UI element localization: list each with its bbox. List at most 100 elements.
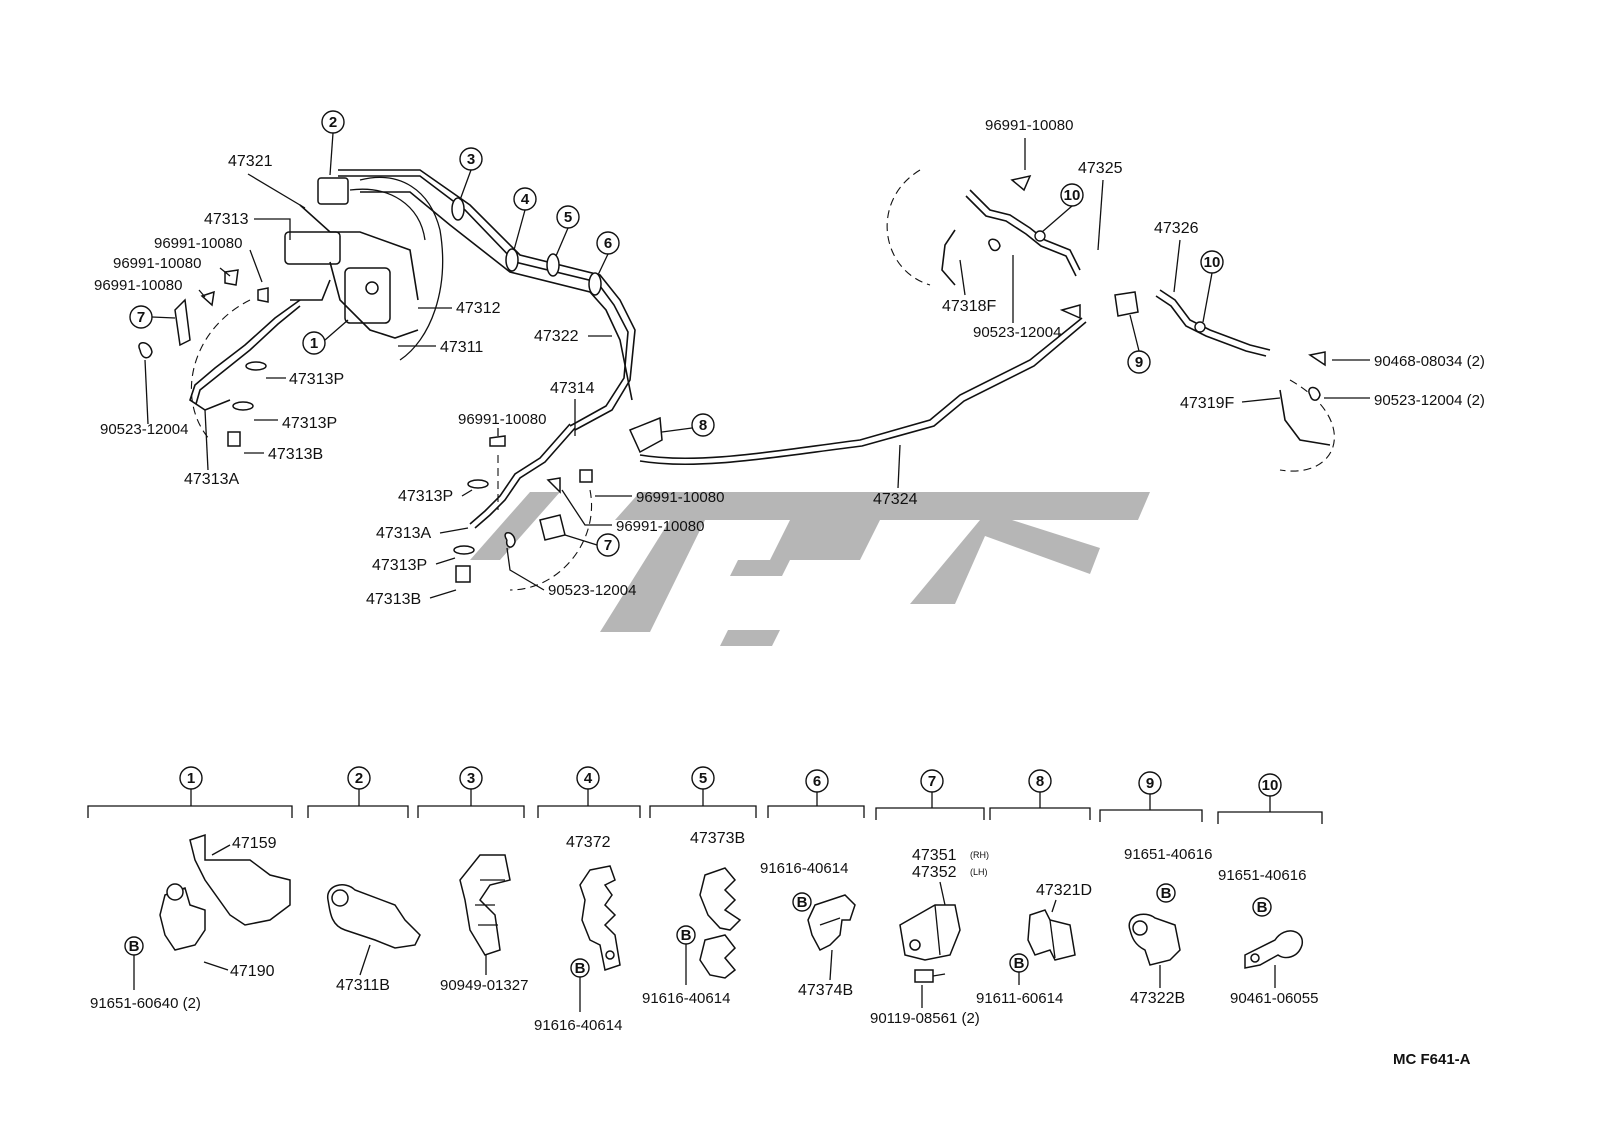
svg-text:8: 8 [1036, 773, 1044, 790]
front-left-hose [138, 269, 301, 447]
svg-text:B: B [1257, 899, 1268, 916]
label-47374B: 47374B [798, 982, 853, 999]
label-47311B: 47311B [336, 977, 390, 994]
label-91651-40616-2: 91651-40616 [1218, 867, 1306, 884]
group-6-parts: 91616-40614 B 47374B [760, 860, 856, 999]
label-90523-3: 90523-12004 [973, 324, 1061, 341]
label-47352-lh: (LH) [970, 867, 988, 877]
callout-10-right: 10 [1200, 250, 1224, 323]
b-marker-7: B [1252, 897, 1272, 917]
group-10-header: 10 [1217, 773, 1323, 824]
svg-text:B: B [1014, 955, 1025, 972]
b-marker-1: B [124, 936, 144, 956]
label-47319F: 47319F [1180, 395, 1234, 412]
label-90119-08561: 90119-08561 (2) [870, 1010, 980, 1027]
group-4-header: 4 [537, 766, 641, 818]
label-91616-40614-1: 91616-40614 [534, 1017, 622, 1034]
group-1-header: 1 [87, 766, 293, 818]
callout-9: 9 [1127, 314, 1151, 374]
callout-5: 5 [555, 205, 580, 257]
label-47326: 47326 [1154, 220, 1199, 237]
front-right-hose [453, 416, 663, 591]
svg-text:3: 3 [467, 770, 475, 787]
upper-part-labels: 47321 47313 96991-10080 96991-10080 9699… [94, 117, 1485, 608]
label-47313A-2: 47313A [376, 525, 431, 542]
label-47313P-4: 47313P [372, 557, 427, 574]
svg-text:B: B [681, 927, 692, 944]
b-marker-2: B [570, 958, 590, 978]
svg-text:6: 6 [604, 235, 612, 252]
svg-text:9: 9 [1146, 775, 1154, 792]
label-90468: 90468-08034 (2) [1374, 353, 1485, 370]
label-47313P-3: 47313P [398, 488, 453, 505]
svg-text:1: 1 [187, 770, 195, 787]
label-96991-4: 96991-10080 [458, 411, 546, 428]
group-9-parts: 91651-40616 B 47322B [1124, 846, 1212, 1007]
label-47313P-2: 47313P [282, 415, 337, 432]
label-96991-7: 96991-10080 [985, 117, 1073, 134]
callout-7-center: 7 [564, 533, 620, 557]
label-47351: 47351 [912, 847, 957, 864]
label-47321D: 47321D [1036, 882, 1092, 899]
group-2-header: 2 [307, 766, 409, 818]
svg-text:9: 9 [1135, 354, 1143, 371]
svg-text:7: 7 [137, 309, 145, 326]
group-3-header: 3 [417, 766, 525, 818]
b-marker-6: B [1156, 883, 1176, 903]
callout-3: 3 [459, 147, 483, 201]
label-90949-01327: 90949-01327 [440, 977, 528, 994]
group-5-header: 5 [649, 766, 757, 818]
svg-text:B: B [797, 894, 808, 911]
callout-2: 2 [321, 110, 345, 176]
b-marker-5: B [1009, 953, 1029, 973]
diagram-code: MC F641-A [1393, 1051, 1471, 1068]
svg-text:5: 5 [699, 770, 707, 787]
callout-1: 1 [302, 319, 349, 355]
label-47322: 47322 [534, 328, 579, 345]
group-headers: 1 2 3 4 5 6 7 [87, 766, 1323, 824]
group-5-parts: 47373B B 91616-40614 [642, 830, 745, 1007]
label-47325: 47325 [1078, 160, 1123, 177]
svg-text:10: 10 [1064, 187, 1081, 204]
label-91616-40614-3: 91616-40614 [760, 860, 848, 877]
label-47352: 47352 [912, 864, 957, 881]
svg-text:4: 4 [521, 191, 530, 208]
svg-text:1: 1 [310, 335, 318, 352]
label-47313P-1: 47313P [289, 371, 344, 388]
callout-8: 8 [661, 413, 715, 437]
label-47313B-2: 47313B [366, 591, 421, 608]
label-90523-1: 90523-12004 [100, 421, 188, 438]
group-6-header: 6 [767, 769, 865, 818]
group-8-header: 8 [989, 769, 1091, 820]
group-3-parts: 90949-01327 [440, 854, 528, 994]
svg-text:B: B [1161, 885, 1172, 902]
svg-text:2: 2 [355, 770, 363, 787]
label-91611-60614: 91611-60614 [976, 990, 1063, 1007]
b-marker-4: B [792, 892, 812, 912]
rear-right-wheel-assembly [1155, 289, 1335, 472]
svg-text:B: B [129, 938, 140, 955]
group-4-parts: 47372 B 91616-40614 [534, 834, 622, 1034]
label-47311: 47311 [440, 339, 483, 356]
group-10-parts: 91651-40616 B 90461-06055 [1218, 867, 1318, 1007]
label-96991-3: 96991-10080 [94, 277, 182, 294]
svg-text:4: 4 [584, 770, 593, 787]
label-96991-1: 96991-10080 [154, 235, 242, 252]
watermark-logo [470, 492, 1150, 646]
master-cylinder-assembly [284, 169, 636, 431]
label-90523-2: 90523-12004 [548, 582, 636, 599]
rear-brake-pipe [639, 304, 1087, 466]
label-47312: 47312 [456, 300, 501, 317]
svg-text:7: 7 [604, 537, 612, 554]
rear-left-wheel-assembly [886, 169, 1139, 317]
callout-6: 6 [596, 231, 620, 276]
label-91651-40616-1: 91651-40616 [1124, 846, 1212, 863]
label-47372: 47372 [566, 834, 611, 851]
b-marker-3: B [676, 925, 696, 945]
label-47321: 47321 [228, 153, 273, 170]
svg-text:8: 8 [699, 417, 707, 434]
group-7-header: 7 [875, 769, 985, 820]
group-9-header: 9 [1099, 771, 1203, 822]
